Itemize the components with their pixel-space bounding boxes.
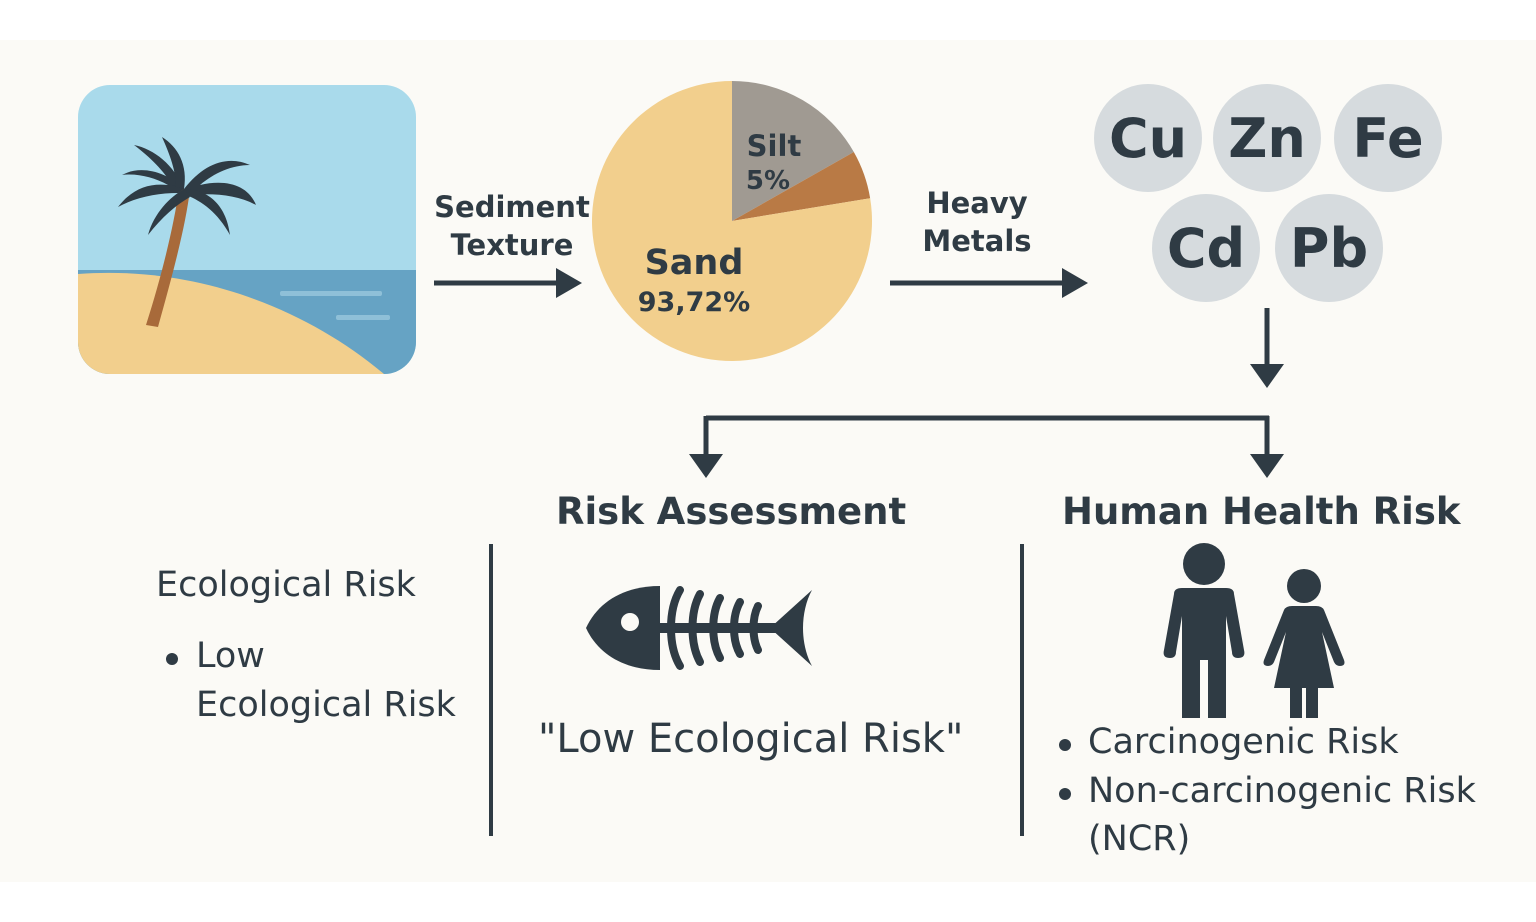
ecological-bullet-line1: Low <box>196 636 265 676</box>
bullet-dot <box>166 653 178 665</box>
divider-left <box>489 544 493 836</box>
flow-connector <box>689 308 1284 478</box>
sediment-label-line2: Texture <box>450 228 574 262</box>
arrow-right-icon <box>434 268 582 298</box>
bullet-dot <box>1059 739 1071 751</box>
sediment-label-line1: Sediment <box>434 190 590 224</box>
metal-fe-bubble: Fe <box>1334 84 1442 192</box>
people-icon <box>1163 543 1345 718</box>
bullet-dot <box>1059 788 1071 800</box>
low-ecological-risk-quote: "Low Ecological Risk" <box>538 716 964 762</box>
metal-zn-bubble: Zn <box>1213 84 1321 192</box>
pie-value-sand: 93,72% <box>638 287 750 318</box>
pie-slice-silt <box>732 81 854 221</box>
risk-assessment-title: Risk Assessment <box>556 490 907 533</box>
fish-skeleton-icon <box>586 586 812 670</box>
human-health-risk-title: Human Health Risk <box>1062 490 1461 533</box>
sediment-texture-label: Sediment Texture <box>430 188 594 264</box>
carcinogenic-risk-item: Carcinogenic Risk <box>1088 722 1399 762</box>
metal-cd-bubble: Cd <box>1152 194 1260 302</box>
pie-label-sand: Sand <box>645 243 744 283</box>
ncr-abbreviation: (NCR) <box>1088 819 1191 859</box>
ecological-risk-title: Ecological Risk <box>156 565 416 605</box>
arrow-right-icon <box>890 268 1088 298</box>
pie-label-silt: Silt <box>747 129 802 163</box>
sediment-pie-chart: Silt 5% Sand 93,72% <box>592 81 872 361</box>
ecological-bullet-line2: Ecological Risk <box>196 685 456 725</box>
beach-palm-icon <box>78 85 416 374</box>
divider-right <box>1020 544 1024 836</box>
pie-slice-sand <box>592 81 872 361</box>
heavy-metals-line1: Heavy <box>926 186 1028 220</box>
pie-value-silt: 5% <box>746 166 790 196</box>
heavy-metals-label: Heavy Metals <box>898 184 1056 260</box>
non-carcinogenic-risk-item: Non-carcinogenic Risk <box>1088 771 1476 811</box>
metal-pb-bubble: Pb <box>1275 194 1383 302</box>
heavy-metals-line2: Metals <box>922 224 1032 258</box>
pie-slice-clay <box>732 152 871 221</box>
metal-cu-bubble: Cu <box>1094 84 1202 192</box>
